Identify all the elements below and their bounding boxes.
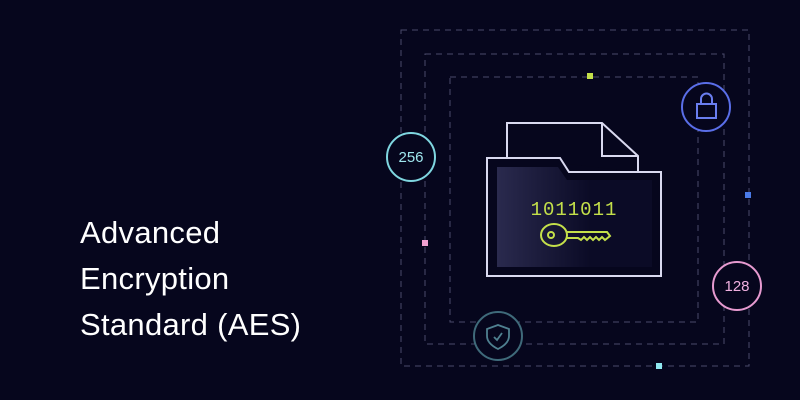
lock-badge (681, 82, 731, 132)
badge-128-label: 128 (724, 278, 749, 295)
inner-dashed-frame (449, 76, 699, 323)
green-dot (587, 73, 593, 79)
pink-dot (422, 240, 428, 246)
title-line-2: Encryption (80, 261, 230, 296)
binary-text: 1011011 (531, 199, 618, 221)
blue-dot (745, 192, 751, 198)
title-line-3: Standard (AES) (80, 307, 302, 342)
lock-icon (696, 92, 717, 119)
badge-256: 256 (386, 132, 436, 182)
folder-icon (486, 157, 662, 277)
outer-dashed-frame (400, 29, 750, 367)
key-icon (540, 223, 612, 247)
page-title: Advanced Encryption Standard (AES) (80, 210, 301, 348)
cyan-dot (656, 363, 662, 369)
badge-256-label: 256 (398, 149, 423, 166)
middle-dashed-frame (424, 53, 725, 345)
shield-check-icon (486, 324, 510, 351)
badge-128: 128 (712, 261, 762, 311)
title-line-1: Advanced (80, 215, 221, 250)
shield-badge (473, 311, 523, 361)
